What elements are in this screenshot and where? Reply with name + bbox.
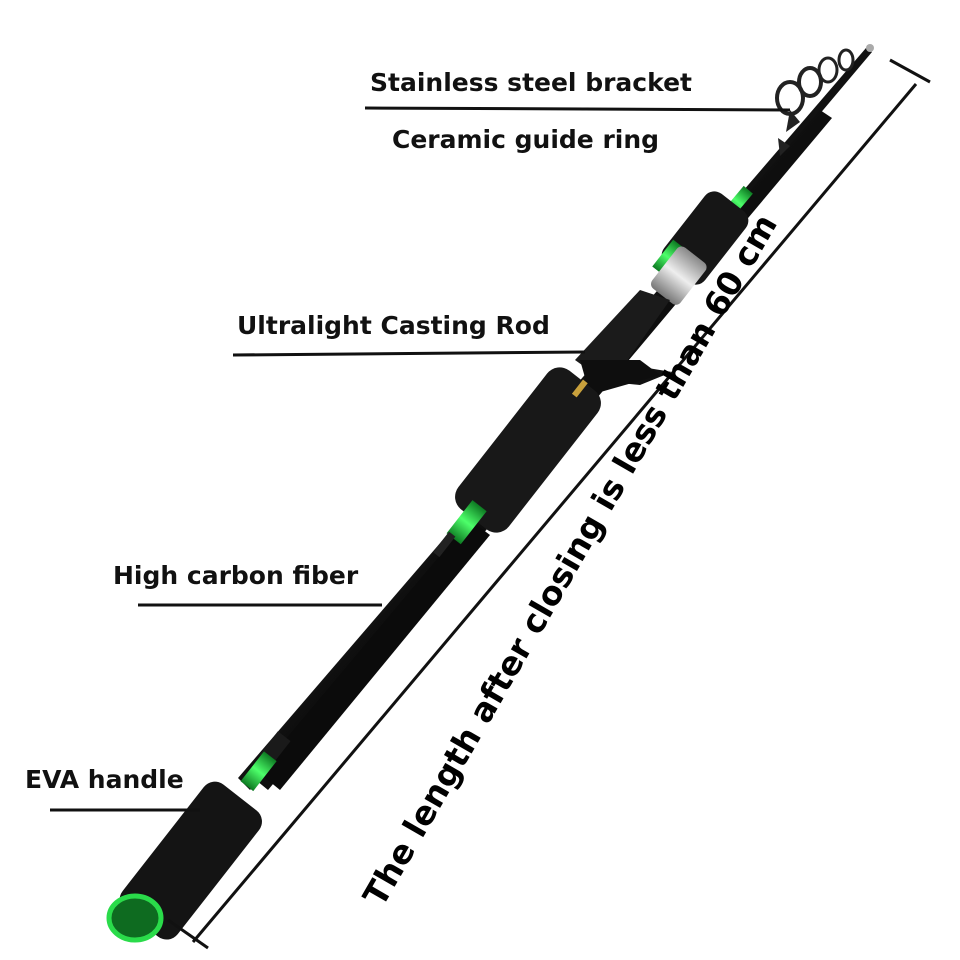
dimension-end-cap <box>889 58 931 84</box>
rear-grip <box>455 367 601 533</box>
rear-grip-gold-ring <box>571 379 588 398</box>
middle-green-band <box>446 500 487 545</box>
label-high-carbon-fiber: High carbon fiber <box>113 561 359 590</box>
eva-handle-grip <box>119 781 262 940</box>
guide-ring-3 <box>817 56 839 84</box>
guide-ring-2 <box>797 66 823 98</box>
leader-rod <box>232 350 586 357</box>
dimension-line <box>191 83 918 943</box>
rod-tip <box>866 44 874 52</box>
middle-black-band <box>433 531 456 558</box>
label-ceramic-guide-ring: Ceramic guide ring <box>392 125 660 154</box>
label-stainless-steel-bracket: Stainless steel bracket <box>370 68 692 97</box>
reel-seat-steel <box>651 246 707 305</box>
fore-grip-ring <box>652 239 683 274</box>
guide-rings <box>775 44 874 156</box>
lower-green-band <box>240 751 277 792</box>
dimension-start-cap <box>167 918 209 950</box>
guide-ring-4 <box>837 48 855 72</box>
leader-bracket <box>364 106 791 112</box>
label-eva-handle: EVA handle <box>25 765 184 794</box>
label-ultralight-casting-rod: Ultralight Casting Rod <box>237 311 550 340</box>
dimension-indicator <box>167 58 931 950</box>
leader-lines <box>50 106 791 812</box>
butt-cap <box>106 893 164 943</box>
reel-seat-trigger <box>575 290 672 395</box>
